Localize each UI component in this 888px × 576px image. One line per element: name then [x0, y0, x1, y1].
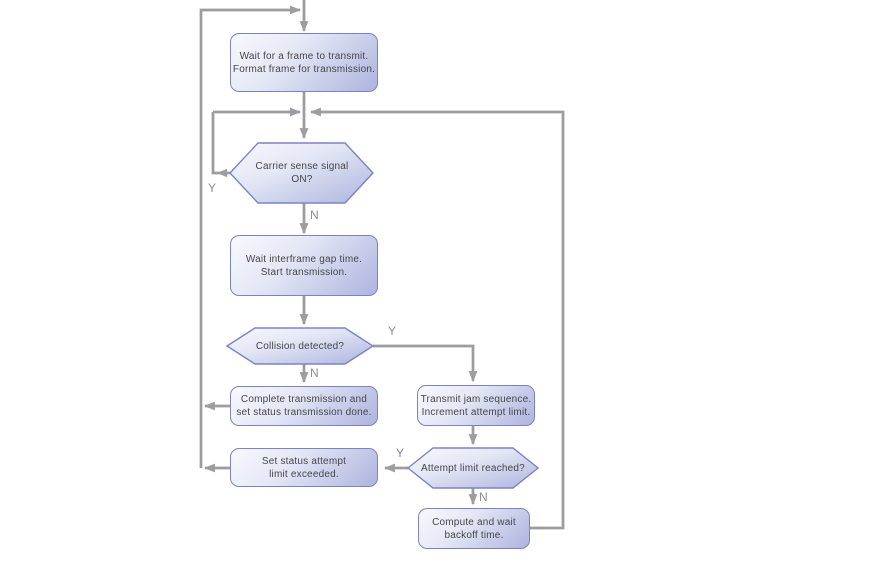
- label-attempt-no: N: [479, 490, 488, 504]
- edge-collision-yes-to-jam: [373, 344, 478, 383]
- carrier-yes-arrowhead: [217, 168, 227, 178]
- node-text-line: Wait for a frame to transmit.: [239, 50, 369, 62]
- flowchart-node-set-status-attempt: Set status attempt limit exceeded.: [230, 448, 378, 487]
- node-text-line: Complete transmission and: [240, 394, 368, 405]
- node-text-line: Collision detected?: [255, 340, 345, 352]
- label-carrier-yes: Y: [208, 181, 217, 195]
- node-text-line: backoff time.: [444, 529, 504, 541]
- flowchart-node-collision-detected: Collision detected?: [240, 328, 360, 364]
- node-text-line: Wait interframe gap time.: [245, 253, 363, 265]
- edge-backoff-retry-loop: [309, 107, 565, 530]
- label-collision-no: N: [310, 366, 319, 380]
- flowchart-node-transmit-jam: Transmit jam sequence. Increment attempt…: [417, 385, 535, 426]
- decision-collision-shape: [225, 327, 375, 365]
- node-text-line: ON?: [291, 174, 313, 185]
- node-text-line: set status transmission done.: [236, 407, 372, 418]
- node-text-line: Increment attempt limit.: [421, 406, 531, 418]
- node-text-line: Transmit jam sequence.: [420, 393, 532, 405]
- decision-attempt-limit-shape: [406, 447, 540, 489]
- node-text-line: Compute and wait: [432, 516, 516, 528]
- flowchart-node-attempt-limit: Attempt limit reached?: [420, 448, 526, 488]
- flowchart-node-wait-frame: Wait for a frame to transmit. Format fra…: [230, 33, 378, 92]
- node-text-line: limit exceeded.: [269, 468, 339, 480]
- node-text-line: Format frame for transmission.: [232, 63, 376, 75]
- label-carrier-no: N: [310, 208, 319, 222]
- node-text-line: Attempt limit reached?: [421, 462, 525, 474]
- node-text-line: Start transmission.: [260, 266, 348, 278]
- node-text-line: Set status attempt: [261, 455, 347, 467]
- node-text-line: Carrier sense signal: [255, 161, 349, 172]
- label-collision-yes: Y: [388, 324, 397, 338]
- flowchart-node-complete-transmission: Complete transmission and set status tra…: [230, 386, 378, 426]
- decision-carrier-sense-shape: [229, 142, 374, 204]
- flowchart-node-interframe-gap: Wait interframe gap time. Start transmis…: [230, 235, 378, 296]
- flowchart-node-carrier-sense: Carrier sense signal ON?: [240, 143, 364, 203]
- flowchart-node-backoff: Compute and wait backoff time.: [418, 508, 530, 549]
- label-attempt-yes: Y: [396, 446, 405, 460]
- edge-left-return-loop: [199, 5, 302, 468]
- edge-carrier-yes-up: [211, 112, 230, 175]
